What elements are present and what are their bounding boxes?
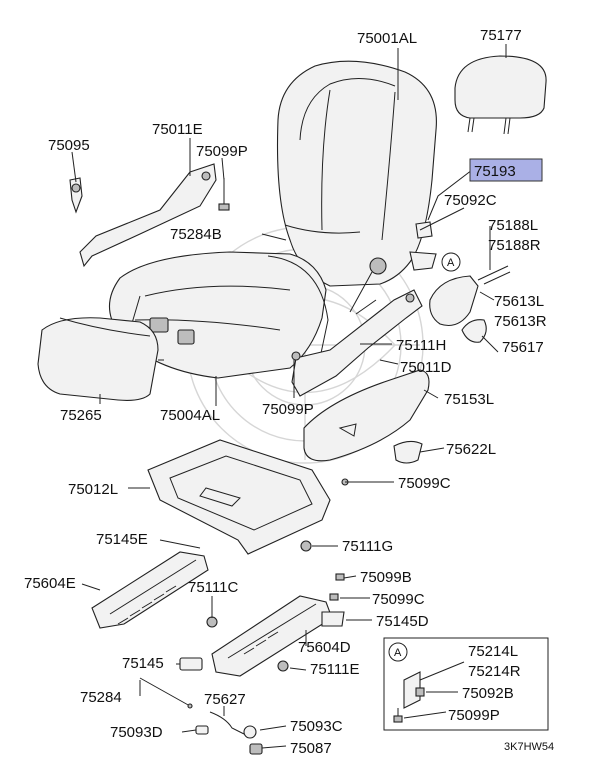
- label-75111G: 75111G: [342, 538, 393, 555]
- label-75001AL: 75001AL: [357, 30, 417, 47]
- seat-track-75604E-part: [91, 551, 209, 629]
- label-75145E: 75145E: [96, 531, 148, 548]
- label-75284B: 75284B: [170, 226, 222, 243]
- label-75284: 75284: [80, 689, 122, 706]
- label-75622L: 75622L: [446, 441, 496, 458]
- label-75153L: 75153L: [444, 391, 494, 408]
- label-75093C: 75093C: [290, 718, 343, 735]
- diagram-code: 3K7HW54: [504, 741, 554, 753]
- label-75093D: 75093D: [110, 724, 163, 741]
- label-75627: 75627: [204, 691, 246, 708]
- label-75188R: 75188R: [488, 237, 541, 254]
- label-75613L: 75613L: [494, 293, 544, 310]
- label-75087: 75087: [290, 740, 332, 757]
- svg-text:A: A: [447, 257, 455, 269]
- label-75214L: 75214L: [468, 643, 518, 660]
- seat-cushion-part: [108, 251, 329, 379]
- inset-detail-a: A 75214L 75214R 75092B 75099P: [383, 637, 549, 731]
- label-75099P-inset: 75099P: [448, 707, 500, 724]
- label-75099P-mid: 75099P: [262, 401, 314, 418]
- label-75099B: 75099B: [360, 569, 412, 586]
- label-75011D: 75011D: [400, 359, 452, 376]
- label-75099C-mid: 75099C: [398, 475, 451, 492]
- label-75214R: 75214R: [468, 663, 521, 680]
- label-75092B: 75092B: [462, 685, 514, 702]
- label-75111H: 75111H: [396, 337, 446, 354]
- recliner-cover-part: [429, 275, 487, 343]
- svg-text:A: A: [394, 647, 402, 659]
- small-parts: [139, 221, 511, 755]
- label-75193: 75193: [474, 163, 516, 180]
- label-75177: 75177: [480, 27, 522, 44]
- label-75099C-low: 75099C: [372, 591, 425, 608]
- label-75004AL: 75004AL: [160, 407, 220, 424]
- headrest-part: [454, 55, 547, 135]
- label-75099P-top: 75099P: [196, 143, 248, 160]
- label-75145D: 75145D: [376, 613, 429, 630]
- bracket-75095-part: [69, 177, 83, 214]
- cushion-75265-part: [37, 317, 164, 401]
- label-75613R: 75613R: [494, 313, 547, 330]
- leader-lines: [71, 44, 507, 749]
- label-75188L: 75188L: [488, 217, 538, 234]
- label-75145: 75145: [122, 655, 164, 672]
- label-75011E: 75011E: [152, 121, 203, 138]
- marker-a: A: [441, 252, 461, 272]
- label-75092C: 75092C: [444, 192, 497, 209]
- label-75095: 75095: [48, 137, 90, 154]
- label-75265: 75265: [60, 407, 102, 424]
- highlight-box-75193: [469, 158, 543, 182]
- label-75012L: 75012L: [68, 481, 118, 498]
- side-frame-75011D-part: [291, 289, 423, 397]
- label-75617: 75617: [502, 339, 544, 356]
- callout-labels: 75001AL 75177 75095 75011E 75099P 75193 …: [24, 27, 547, 757]
- knob-75622L-part: [393, 440, 423, 464]
- seat-frame-75012L-part: [147, 439, 331, 555]
- label-75604D: 75604D: [298, 639, 351, 656]
- label-75111C: 75111C: [188, 579, 238, 596]
- screw-75099P-top: [218, 178, 230, 211]
- label-75111E: 75111E: [310, 661, 360, 678]
- seatback-part: [276, 60, 437, 315]
- side-frame-75011E-part: [79, 163, 217, 268]
- side-panel-75153L-part: [303, 369, 430, 462]
- label-75604E: 75604E: [24, 575, 76, 592]
